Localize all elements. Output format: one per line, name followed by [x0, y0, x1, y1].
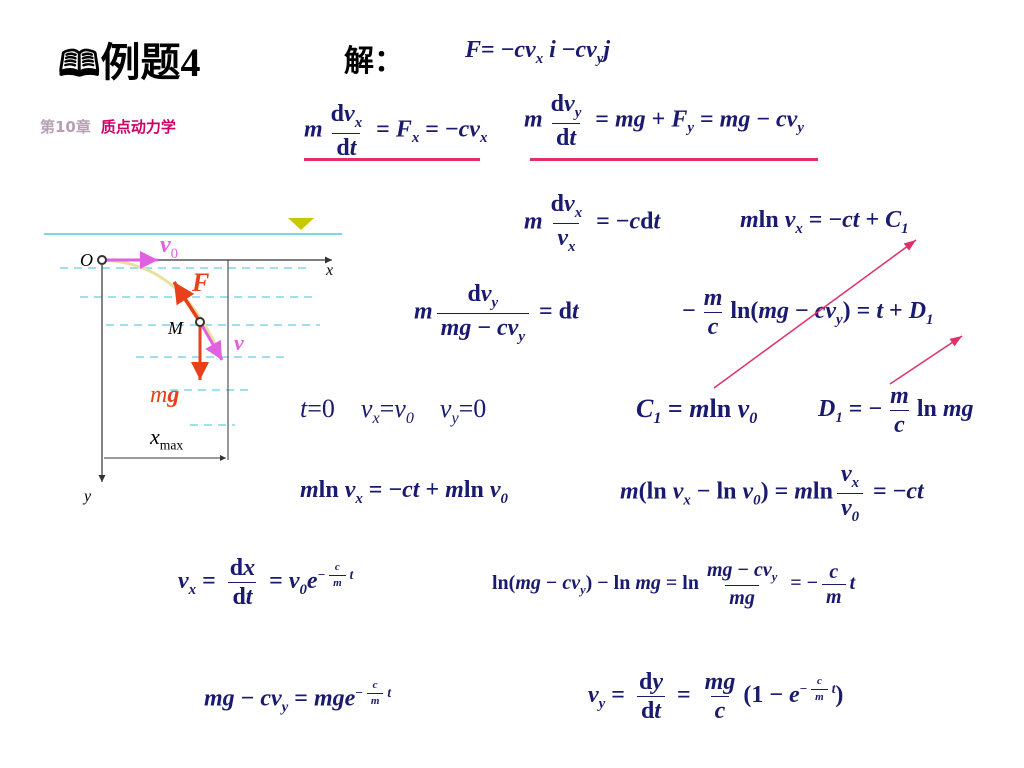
xmax-label: xmax [150, 424, 184, 453]
title-text: 例题4 [100, 40, 201, 85]
arrow-d1-link [889, 335, 963, 385]
slide-title: 🕮例题4 [58, 30, 200, 99]
velocity-label: v [234, 330, 244, 355]
open-book-icon: 🕮 [58, 44, 101, 85]
equation-c1: C1 = mln v0 [636, 394, 758, 428]
equation-underline [530, 158, 818, 161]
velocity-vector [198, 321, 224, 361]
equation-underline [304, 158, 480, 161]
trajectory-curve [101, 258, 220, 351]
point-label: M [168, 318, 183, 338]
origin-label: O [80, 250, 93, 270]
initial-conditions: t=0 vx=v0 vy=0 [300, 394, 487, 428]
force-equation: F= −cvx i −cvyj [465, 37, 611, 67]
gravity-label: mg [150, 382, 180, 408]
origin-point [97, 255, 107, 265]
particle-point [195, 317, 205, 327]
solution-label: 解： [344, 44, 404, 79]
force-vector [172, 281, 202, 323]
chapter-name: 质点动力学 [100, 118, 176, 136]
arrow-c1-link [713, 239, 917, 389]
chapter-number: 第10章 [40, 118, 91, 136]
force-label: F [192, 268, 210, 297]
equation-ln-vx: mln vx = −ct + C1 [740, 207, 909, 237]
v0-label: v0 [160, 232, 179, 262]
x-axis-label: x [326, 262, 334, 279]
equation-ln-vx-full: mln vx = −ct + mln v0 [300, 477, 508, 507]
water-lines [60, 267, 320, 426]
chapter-label: 第10章质点动力学 [40, 116, 176, 137]
water-surface-marker-icon [288, 218, 314, 230]
trajectory-diagram [44, 218, 342, 482]
y-axis-label: y [84, 488, 92, 505]
